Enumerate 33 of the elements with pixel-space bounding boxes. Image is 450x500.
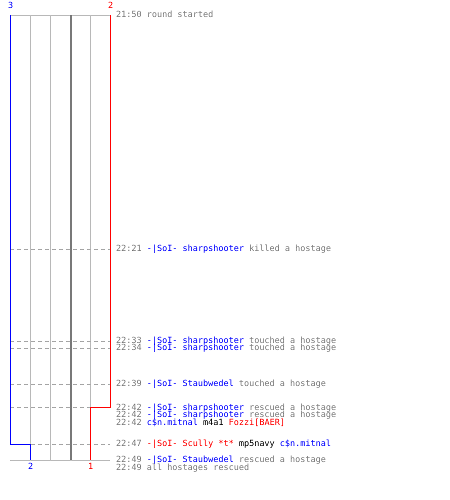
event-text: touched a hostage xyxy=(238,379,326,389)
player-name: -|SoI- sharpshooter xyxy=(146,403,244,413)
player-name: -|SoI- Staubwedel xyxy=(146,455,234,465)
count-label: 3 xyxy=(8,2,14,10)
event-text: round started xyxy=(146,10,214,20)
timestamp: 22:42 xyxy=(116,410,142,420)
count-label: 2 xyxy=(108,2,114,10)
player-name: -|SoI- Scully *t* xyxy=(146,439,234,449)
player-name: c$n.mitnal xyxy=(280,439,331,449)
weapon-name: m4a1 xyxy=(203,418,224,428)
weapon-name: mp5navy xyxy=(238,439,275,449)
event-text: rescued a hostage xyxy=(238,455,326,465)
event-text: rescued a hostage xyxy=(249,410,336,420)
timestamp: 21:50 xyxy=(116,10,142,20)
player-name: -|SoI- sharpshooter xyxy=(146,410,244,420)
timestamp: 22:49 xyxy=(116,463,142,473)
timestamp: 22:42 xyxy=(116,418,142,428)
timestamp: 22:39 xyxy=(116,379,142,389)
count-label: 1 xyxy=(88,463,94,471)
player-name: c$n.mitnal xyxy=(146,418,198,428)
player-name: -|SoI- sharpshooter xyxy=(146,244,244,254)
event-text: all hostages rescued xyxy=(146,463,250,473)
timestamp: 22:34 xyxy=(116,343,142,353)
count-label: 2 xyxy=(28,463,34,471)
player-name: -|SoI- Staubwedel xyxy=(146,379,234,389)
player-name: -|SoI- sharpshooter xyxy=(146,336,244,346)
event-text: touched a hostage xyxy=(249,343,336,353)
event-text: killed a hostage xyxy=(249,244,331,254)
timestamp: 22:21 xyxy=(116,244,142,254)
timestamp: 22:49 xyxy=(116,455,142,465)
player-name: -|SoI- sharpshooter xyxy=(146,343,244,353)
player-name: Fozzi[BAER] xyxy=(228,418,285,428)
timestamp: 22:47 xyxy=(116,439,142,449)
